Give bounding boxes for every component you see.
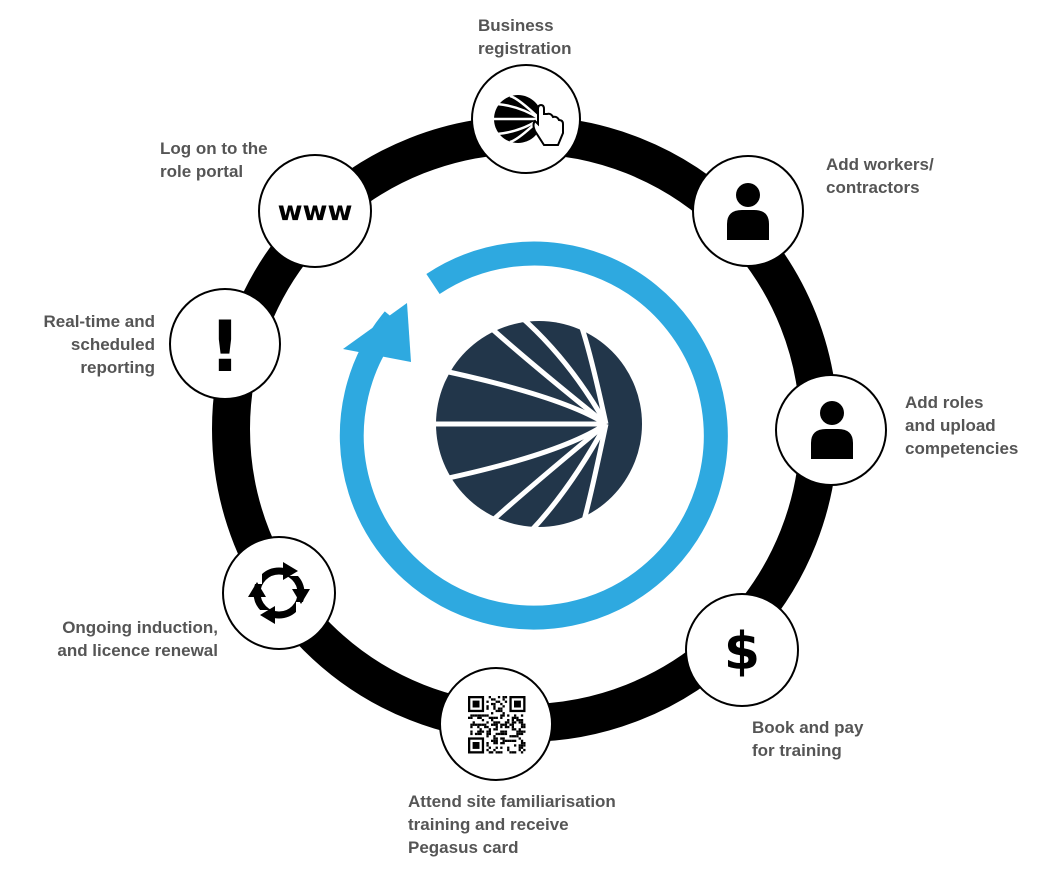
label-ongoing-induction: Ongoing induction, and licence renewal (57, 618, 218, 660)
cycle-arrow (339, 241, 728, 630)
label-reporting: Real-time and scheduled reporting (43, 312, 155, 377)
label-add-roles: Add roles and upload competencies (905, 393, 1019, 458)
label-business-registration: Business registration (478, 16, 572, 58)
www-icon: www (278, 196, 353, 227)
label-add-workers: Add workers/ contractors (826, 155, 934, 197)
exclamation-icon: ! (209, 306, 241, 388)
node-add-roles (775, 374, 887, 486)
node-site-familiarisation (439, 667, 553, 781)
central-logo (429, 314, 642, 534)
globe-cursor-icon (494, 94, 564, 146)
node-business-registration (471, 64, 581, 174)
node-role-portal: www (258, 154, 372, 268)
node-ongoing-induction (222, 536, 336, 650)
label-role-portal: Log on to the role portal (160, 139, 268, 181)
label-book-training: Book and pay for training (752, 718, 864, 760)
node-reporting: ! (169, 288, 281, 400)
qr-code-icon (468, 696, 526, 754)
person-icon (811, 401, 853, 459)
label-site-familiarisation: Attend site familiarisation training and… (408, 792, 616, 857)
node-add-workers (692, 155, 804, 267)
person-icon (727, 183, 769, 240)
node-book-training: $ (685, 593, 799, 707)
refresh-cycle-icon (248, 562, 310, 624)
dollar-icon: $ (724, 622, 760, 682)
